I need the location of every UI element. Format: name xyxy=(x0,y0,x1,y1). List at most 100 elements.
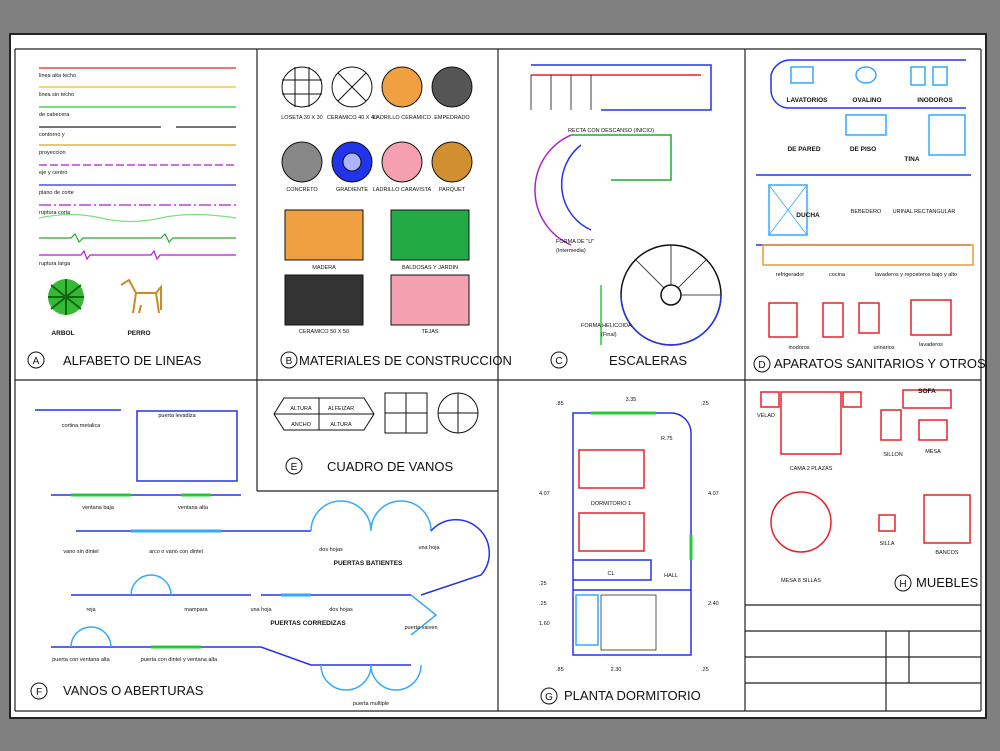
panel-b-title: MATERIALES DE CONSTRUCCION xyxy=(299,353,512,368)
sanitary-1: OVALINO xyxy=(852,97,881,104)
furniture-3: SILLON xyxy=(883,452,903,458)
sanitary-5: TINA xyxy=(904,156,919,163)
panel-c-stairs: RECTA CON DESCANSO (INICIO) FORMA DE "U"… xyxy=(530,64,722,369)
dim-6: .25 xyxy=(539,601,547,607)
panel-d-sanitary: LAVATORIOS OVALINO INODOROS DE PARED DE … xyxy=(753,59,986,373)
furniture-0: VELAD xyxy=(757,413,775,419)
material-11: TEJAS xyxy=(421,329,438,335)
cell-0: ALTURA xyxy=(290,406,312,412)
sanitary-10: cocina xyxy=(829,272,846,278)
sanitary-2: INODOROS xyxy=(917,97,953,104)
room-2: HALL xyxy=(664,573,678,579)
panel-f-letter: F xyxy=(36,687,42,698)
cad-drawing: linea alta techo linea sin techo de cabe… xyxy=(14,48,986,712)
line-label-1: linea sin techo xyxy=(39,92,74,98)
opening-16: puerta con dintel y ventana alta xyxy=(141,657,218,663)
line-label-0: linea alta techo xyxy=(39,73,76,79)
panel-g-letter: G xyxy=(545,692,553,703)
sanitary-13: urinarios xyxy=(873,345,894,351)
furniture-4: MESA xyxy=(925,449,941,455)
opening-4: vano sin dintel xyxy=(63,549,98,555)
panel-h-letter: H xyxy=(899,579,906,590)
dim-2: .25 xyxy=(701,401,709,407)
stair-label-1: FORMA DE "U" xyxy=(556,239,594,245)
sanitary-8: URINAL RECTANGULAR xyxy=(893,209,956,215)
dim-5: .25 xyxy=(539,581,547,587)
line-label-5: eje y centro xyxy=(39,170,67,176)
panel-g-bedroom-plan: DORMITORIO 1 CL HALL .85 3.35 .25 4.07 4… xyxy=(539,397,719,705)
opening-17: puerta multiple xyxy=(353,701,389,707)
panel-h-furniture: VELAD CAMA 2 PLAZAS SOFA SILLON MESA MES… xyxy=(757,388,978,592)
dim-4: 4.07 xyxy=(708,491,719,497)
stair-label-0: RECTA CON DESCANSO (INICIO) xyxy=(568,128,654,134)
opening-7: una hoja xyxy=(418,545,440,551)
material-4: CONCRETO xyxy=(286,187,318,193)
cell-1: ALFEIZAR xyxy=(328,406,354,412)
opening-14: puerta vaiven xyxy=(404,625,437,631)
sanitary-0: LAVATORIOS xyxy=(786,97,828,104)
dim-12: R.75 xyxy=(661,436,673,442)
room-1: CL xyxy=(607,571,614,577)
sanitary-14: lavaderos xyxy=(919,342,943,348)
panel-a-title: ALFABETO DE LINEAS xyxy=(63,353,202,368)
material-6: LADRILLO CARAVISTA xyxy=(373,187,432,193)
opening-8: PUERTAS BATIENTES xyxy=(334,560,403,567)
material-8: MADERA xyxy=(312,265,336,271)
material-1: CERAMICO 40 X 40 xyxy=(327,115,377,121)
opening-6: dos hojas xyxy=(319,547,343,553)
material-7: PARQUET xyxy=(439,187,466,193)
opening-1: puerta levadiza xyxy=(158,413,196,419)
stair-label-2: (Intermedia) xyxy=(556,248,586,254)
dim-9: .85 xyxy=(556,667,564,673)
dim-1: 3.35 xyxy=(626,397,637,403)
line-label-6: plano de corte xyxy=(39,190,74,196)
material-0: LOSETA 30 X 30 xyxy=(281,115,322,121)
panel-d-title: APARATOS SANITARIOS Y OTROS xyxy=(774,356,985,371)
sanitary-4: DE PISO xyxy=(850,146,876,153)
panel-a-letter: A xyxy=(33,356,40,367)
panel-e-title: CUADRO DE VANOS xyxy=(327,459,453,474)
dim-0: .85 xyxy=(556,401,564,407)
panel-e-letter: E xyxy=(291,462,298,473)
stair-label-3: FORMA HELICOIDA xyxy=(581,323,632,329)
opening-11: una hoja xyxy=(250,607,272,613)
line-label-7: ruptura corta xyxy=(39,210,71,216)
material-3: EMPEDRADO xyxy=(434,115,470,121)
dog-symbol xyxy=(120,278,162,314)
furniture-1: CAMA 2 PLAZAS xyxy=(790,466,833,472)
material-5: GRADIENTE xyxy=(336,187,368,193)
opening-9: reja xyxy=(86,607,96,613)
panel-grid xyxy=(14,48,982,712)
panel-g-title: PLANTA DORMITORIO xyxy=(564,688,701,703)
panel-b-letter: B xyxy=(286,356,293,367)
sanitary-12: inodoros xyxy=(788,345,809,351)
furniture-6: SILLA xyxy=(880,541,895,547)
sanitary-9: refrigerador xyxy=(776,272,805,278)
sanitary-11: lavaderos y reposteros bajo y alto xyxy=(875,272,957,278)
material-2: LADRILLO CERAMICO xyxy=(373,115,431,121)
panel-a-line-alphabet: linea alta techo linea sin techo de cabe… xyxy=(27,67,237,369)
panel-f-openings: cortina metalica puerta levadiza ventana… xyxy=(30,409,491,707)
line-label-3: contorno y xyxy=(39,132,65,138)
dim-7: 1.60 xyxy=(539,621,550,627)
cell-3: ALTURA xyxy=(330,422,352,428)
panel-h-title: MUEBLES xyxy=(916,575,978,590)
sanitary-3: DE PARED xyxy=(787,146,820,153)
opening-10: mampara xyxy=(184,607,208,613)
line-label-4: proyeccion xyxy=(39,150,66,156)
panel-d-letter: D xyxy=(758,360,765,371)
panel-e-openings-table: ALTURA ALFEIZAR ANCHO ALTURA E CUADRO DE… xyxy=(273,392,479,475)
opening-15: puerta con ventana alta xyxy=(52,657,110,663)
line-label-9: ruptura larga xyxy=(39,261,71,267)
cell-2: ANCHO xyxy=(291,422,312,428)
tree-symbol xyxy=(48,279,84,315)
panel-f-title: VANOS O ABERTURAS xyxy=(63,683,204,698)
material-9: BALDOSAS Y JARDIN xyxy=(402,265,458,271)
furniture-2: SOFA xyxy=(918,388,936,395)
dim-8: 2.40 xyxy=(708,601,719,607)
dog-label: PERRO xyxy=(127,330,150,337)
opening-2: ventana baja xyxy=(82,505,114,511)
opening-13: PUERTAS CORREDIZAS xyxy=(270,620,346,627)
dim-11: .25 xyxy=(701,667,709,673)
opening-12: dos hojas xyxy=(329,607,353,613)
